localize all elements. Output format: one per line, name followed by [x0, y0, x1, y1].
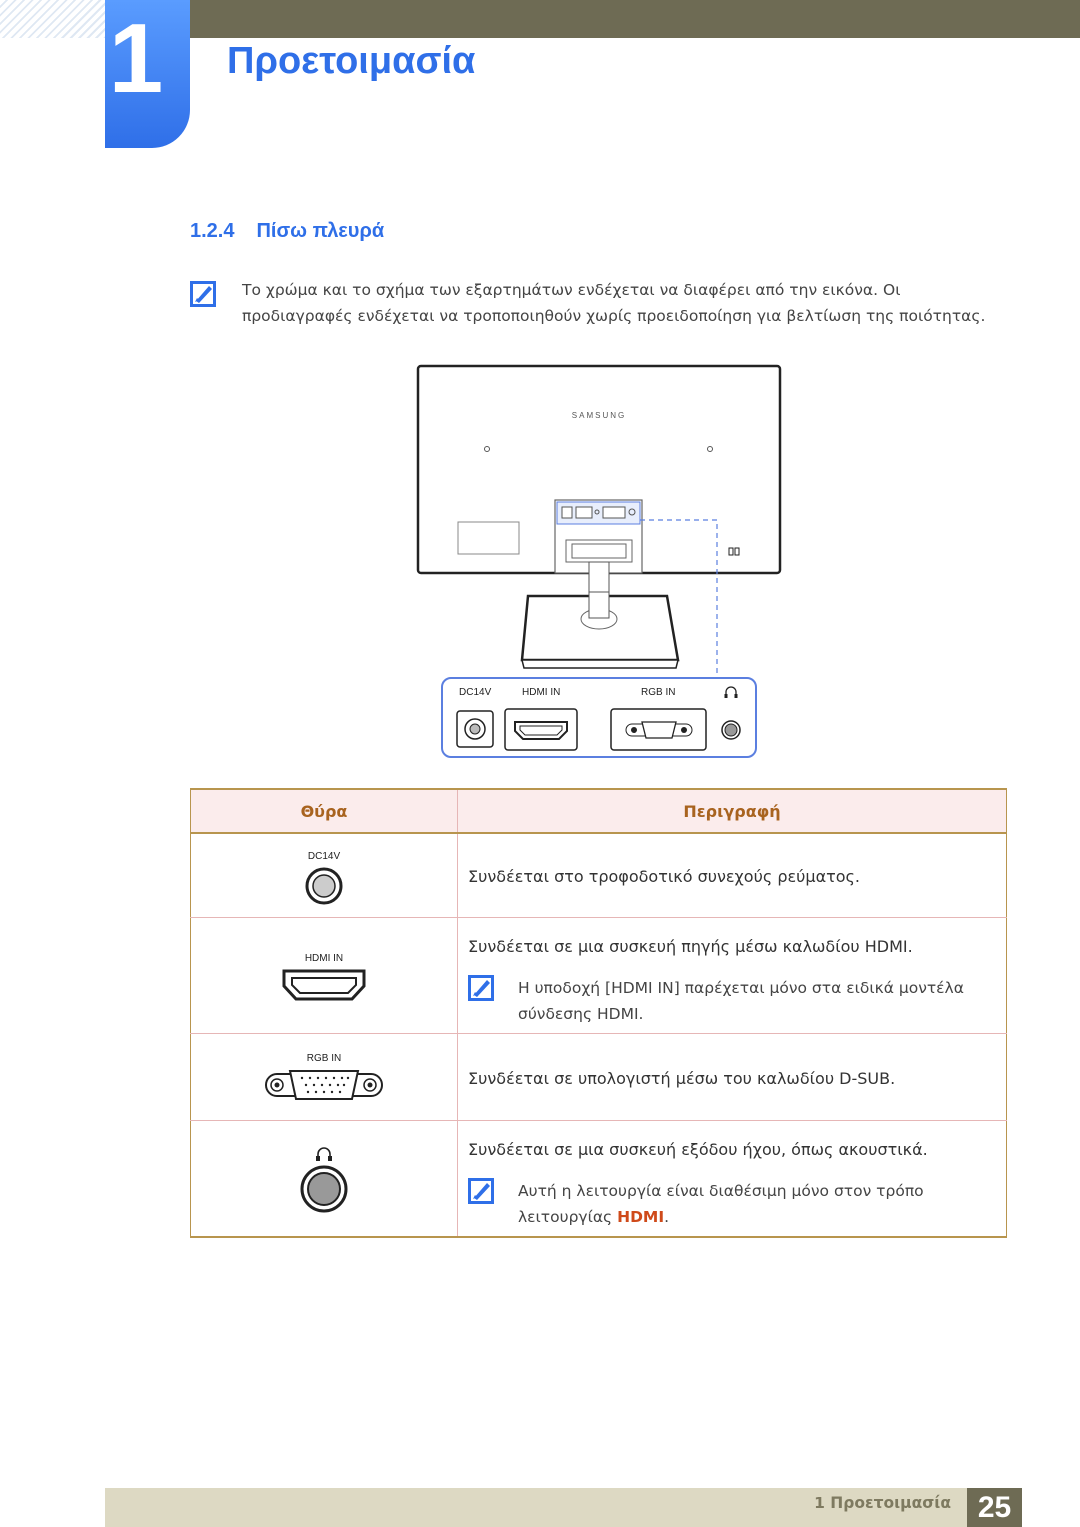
chapter-title: Προετοιμασία — [227, 40, 476, 82]
note-body: Αυτή η λειτουργία είναι διαθέσιμη μόνο σ… — [518, 1181, 924, 1226]
note-text: Αυτή η λειτουργία είναι διαθέσιμη μόνο σ… — [518, 1178, 998, 1230]
section-number: 1.2.4 — [190, 220, 235, 242]
note-text: Η υποδοχή [HDMI IN] παρέχεται μόνο στα ε… — [518, 978, 964, 1023]
monitor-back-figure: SAMSUNG DC14V HDMI IN RGB IN — [400, 360, 800, 765]
port-cell: DC14V — [190, 833, 458, 918]
callout-label-dc: DC14V — [459, 687, 492, 698]
chapter-number: 1 — [108, 3, 164, 113]
note-end: . — [664, 1207, 670, 1226]
description-cell: Συνδέεται σε μια συσκευή πηγής μέσω καλω… — [457, 917, 1007, 1034]
description-cell: Συνδέεται στο τροφοδοτικό συνεχούς ρεύμα… — [457, 833, 1007, 918]
callout-label-hdmi: HDMI IN — [522, 687, 560, 698]
port-cell: RGB IN — [190, 1033, 458, 1121]
section-heading: 1.2.4 Πίσω πλευρά — [190, 220, 384, 243]
description-text: Συνδέεται σε μια συσκευή πηγής μέσω καλω… — [468, 936, 913, 956]
hdmi-note: Η υποδοχή [HDMI IN] παρέχεται μόνο στα ε… — [459, 974, 1005, 1027]
header-bar — [190, 0, 1080, 38]
header-hatch — [0, 0, 105, 38]
callout-label-rgb: RGB IN — [641, 687, 675, 698]
note-icon — [468, 974, 494, 1001]
section-title: Πίσω πλευρά — [256, 220, 385, 242]
description-text: Συνδέεται σε υπολογιστή μέσω του καλωδίο… — [468, 1068, 896, 1088]
header-port: Θύρα — [190, 788, 458, 834]
description-cell: Συνδέεται σε υπολογιστή μέσω του καλωδίο… — [457, 1033, 1007, 1121]
footer-chapter-label: 1 Προετοιμασία — [814, 1494, 951, 1512]
note-highlight: HDMI — [617, 1207, 665, 1226]
audio-port-icon — [300, 1165, 348, 1212]
table-row: RGB IN Συνδέεται σε υπολογιστή μέσω του … — [190, 1033, 1007, 1121]
note-text: Το χρώμα και το σχήμα των εξαρτημάτων εν… — [242, 281, 986, 325]
table-row: HDMI IN Συνδέεται σε μια συσκευή πηγής μ… — [190, 917, 1007, 1034]
port-cell — [190, 1120, 458, 1238]
table-row: DC14V Συνδέεται στο τροφοδοτικό συνεχούς… — [190, 833, 1007, 918]
headphone-icon — [316, 1146, 332, 1161]
port-cell: HDMI IN — [190, 917, 458, 1034]
header-description: Περιγραφή — [457, 788, 1007, 834]
dc-port-icon — [305, 867, 343, 905]
description-cell: Συνδέεται σε μια συσκευή εξόδου ήχου, όπ… — [457, 1120, 1007, 1238]
rgb-port-icon — [265, 1069, 383, 1100]
port-label-dc: DC14V — [307, 851, 341, 862]
footer-bar — [105, 1488, 967, 1527]
ports-table: Θύρα Περιγραφή DC14V Συνδέεται στο τροφο… — [190, 788, 1007, 1238]
page-number: 25 — [967, 1488, 1022, 1527]
audio-note: Αυτή η λειτουργία είναι διαθέσιμη μόνο σ… — [459, 1177, 1005, 1230]
port-label-hdmi: HDMI IN — [304, 952, 344, 964]
chapter-number-box — [105, 0, 190, 148]
description-text: Συνδέεται σε μια συσκευή εξόδου ήχου, όπ… — [468, 1139, 928, 1159]
table-row: Συνδέεται σε μια συσκευή εξόδου ήχου, όπ… — [190, 1120, 1007, 1238]
note-icon — [190, 281, 216, 311]
port-label-rgb: RGB IN — [306, 1052, 342, 1064]
note-icon — [468, 1177, 494, 1204]
table-header-row: Θύρα Περιγραφή — [190, 788, 1007, 834]
brand-logo: SAMSUNG — [572, 411, 626, 420]
hdmi-port-icon — [282, 969, 366, 1000]
description-text: Συνδέεται στο τροφοδοτικό συνεχούς ρεύμα… — [468, 867, 861, 886]
